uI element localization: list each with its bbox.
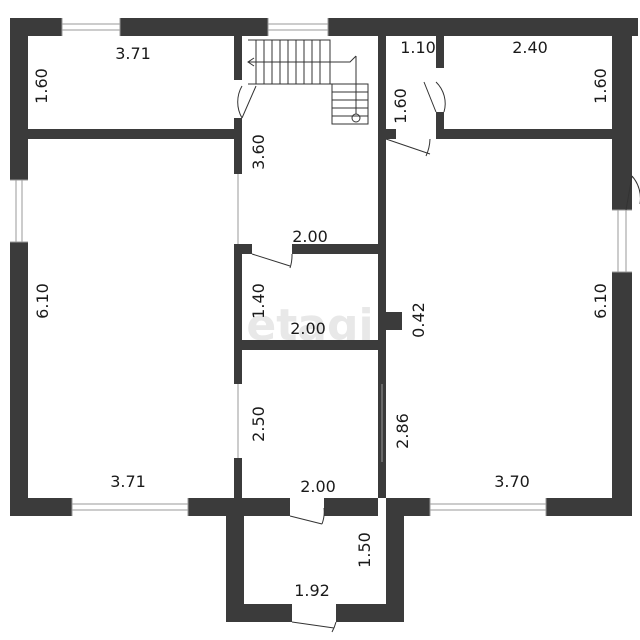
label-stair-hall-height: 3.60 [249,134,268,170]
label-top-left-height: 1.60 [32,68,51,104]
label-top-left-width: 3.71 [115,44,151,63]
label-mid-room-width: 2.00 [290,319,326,338]
windows [10,18,632,516]
label-closet-height: 1.60 [391,88,410,124]
label-left-room-width: 3.71 [110,472,146,491]
label-top-right-height: 1.60 [591,68,610,104]
label-right-room-width: 3.70 [494,472,530,491]
label-wall-offset: 0.42 [409,302,428,338]
staircase [247,39,369,125]
label-stair-hall-width: 2.00 [292,227,328,246]
label-vestibule-width: 1.92 [294,581,330,600]
label-vestibule-height: 1.50 [355,532,374,568]
label-lower-mid-height: 2.50 [249,406,268,442]
label-right-side: 2.86 [393,413,412,449]
interior-walls [28,36,612,516]
dimension-labels: 3.71 1.60 3.60 2.00 1.10 1.60 2.40 1.60 … [32,38,610,600]
doors [237,81,640,633]
label-mid-room-height: 1.40 [249,283,268,319]
label-top-right-width: 2.40 [512,38,548,57]
label-closet-width: 1.10 [400,38,436,57]
label-right-room-height: 6.10 [591,283,610,319]
label-lower-mid-width: 2.00 [300,477,336,496]
label-left-room-height: 6.10 [33,283,52,319]
